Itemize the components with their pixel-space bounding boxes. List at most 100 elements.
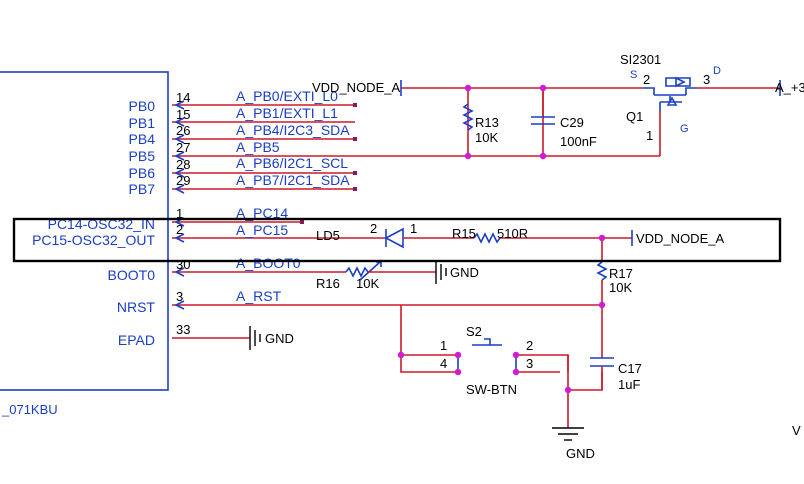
wire-end-marker [300,220,304,224]
pin-label-pb4: PB4 [129,131,156,147]
c17-ref: C17 [618,361,642,376]
pin-number-14: 14 [176,90,190,105]
net-a-pb0: A_PB0/EXTI_L0 [236,88,338,104]
net-a-pc15: A_PC15 [236,222,288,238]
q1-gate-letter: G [680,123,689,135]
r13-ref: R13 [475,115,499,130]
junction-dot [454,368,462,376]
reset-circuit [400,305,603,428]
c17-capacitor [590,357,614,390]
r16-ref: R16 [316,276,340,291]
ld5-pin1: 1 [410,221,417,236]
gnd-symbol-epad [249,326,261,350]
wire-end-marker [353,103,357,107]
wire-end-marker [353,171,357,175]
gnd-symbol-boot0 [435,260,447,284]
net-a-rst: A_RST [236,288,282,304]
junction-dot [464,152,472,160]
junction-dot [539,84,547,92]
net-a-pb6: A_PB6/I2C1_SCL [236,155,348,171]
r15-value: 510R [497,226,528,241]
pin-label-pc15: PC15-OSC32_OUT [32,232,155,248]
net-a-pb7: A_PB7/I2C1_SDA [236,172,350,188]
junction-dot [454,351,462,359]
q1-source-letter: S [630,69,637,81]
q1-pin1: 1 [646,128,653,143]
ld5-pin2: 2 [370,221,377,236]
q1-part: SI2301 [620,52,661,67]
c29-value: 100nF [560,134,597,149]
s2-pin2: 2 [526,338,533,353]
s2-pin1: 1 [440,338,447,353]
gnd-label-bottom: GND [566,446,595,461]
pin-number-15: 15 [176,107,190,122]
pin-label-boot0: BOOT0 [108,267,156,283]
net-a-boot0: A_BOOT0 [236,255,301,271]
vdd-node-a-top-label: VDD_NODE_A [312,80,400,95]
r17-ref: R17 [609,266,633,281]
r16-value: 10K [356,276,379,291]
s2-pin4: 4 [440,356,447,371]
pin-label-epad: EPAD [118,332,155,348]
pin-label-pb0: PB0 [129,98,156,114]
ld5-diode [384,227,474,249]
pin-number-2: 2 [176,222,183,237]
pin-label-pb6: PB6 [129,165,156,181]
gnd-symbol-bottom [552,427,584,441]
c29-capacitor [531,88,555,125]
net-a-pb5: A_PB5 [236,139,280,155]
highlight-box [12,217,782,263]
pin-number-30: 30 [176,257,190,272]
junction-dot [564,386,572,394]
pin-label-nrst: NRST [117,299,156,315]
c17-value: 1uF [618,377,640,392]
q1-pin3: 3 [703,72,710,87]
pin-number-29: 29 [176,173,190,188]
junction-dot [598,234,606,242]
pin-wires [172,100,660,339]
pin-number-26: 26 [176,123,190,138]
q1-pin2: 2 [643,72,650,87]
pin-label-pb1: PB1 [129,115,156,131]
pin-number-3: 3 [176,289,183,304]
pin-number-27: 27 [176,140,190,155]
r13-value: 10K [475,130,498,145]
r16-resistor [345,261,436,281]
junction-dot [539,152,547,160]
junctions [397,84,606,394]
wire-end-marker [353,187,357,191]
r13-resistor [462,103,474,131]
gnd-label-boot0: GND [450,265,479,280]
c29-ref: C29 [560,115,584,130]
edge-letter: V [792,423,801,438]
junction-dot [512,351,520,359]
junction-dot [464,84,472,92]
junction-dot [397,351,405,359]
r17-value: 10K [609,280,632,295]
gnd-label-epad: GND [265,331,294,346]
q1-ref: Q1 [626,109,643,124]
mcu-part-fragment: _071KBU [1,402,58,417]
pin-number-1: 1 [176,206,183,221]
junction-dot [598,301,606,309]
vdd-node-a-mid-label: VDD_NODE_A [636,231,724,246]
q1-drain-letter: D [713,65,721,77]
a-plus-label: A_+3 [775,80,804,95]
junction-dot [512,368,520,376]
net-a-pc14: A_PC14 [236,205,288,221]
s2-part: SW-BTN [466,382,517,397]
mcu-body [0,71,169,391]
pin-number-33: 33 [176,322,190,337]
ld5-ref: LD5 [316,228,340,243]
q1-mosfet [643,76,697,111]
s2-pin3: 3 [526,356,533,371]
s2-ref: S2 [466,324,482,339]
r17-resistor [596,238,608,358]
r15-ref: R15 [452,226,476,241]
pin-number-28: 28 [176,157,190,172]
net-a-pb1: A_PB1/EXTI_L1 [236,105,338,121]
r15-resistor [473,230,633,246]
wire-end-marker [353,137,357,141]
net-a-pb4: A_PB4/I2C3_SDA [236,122,350,138]
